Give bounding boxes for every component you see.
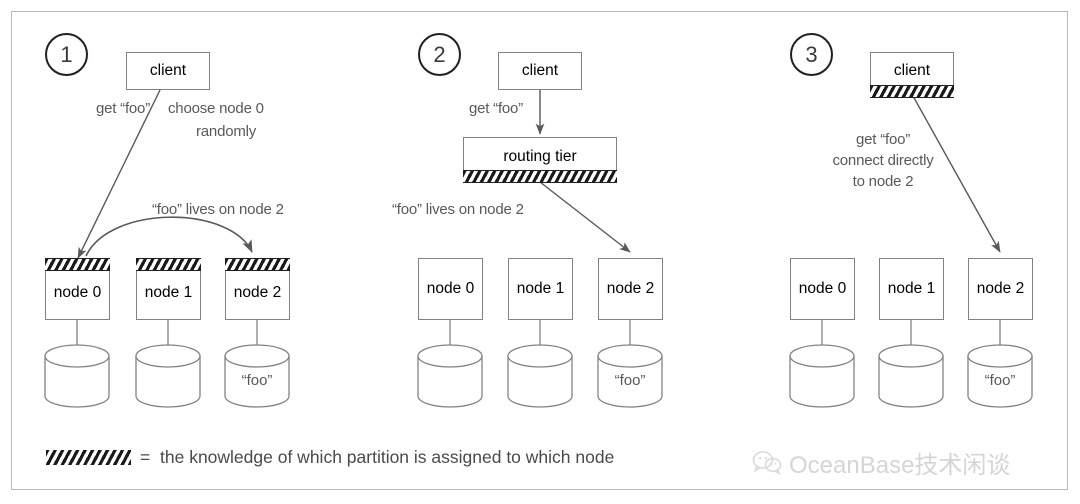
watermark: OceanBase技术闲谈	[752, 445, 1010, 480]
p3-db-0	[789, 344, 855, 408]
p1-node0-to-node2-arc	[85, 216, 253, 257]
legend-description: the knowledge of which partition is assi…	[160, 447, 615, 467]
p2-db-2	[597, 344, 663, 408]
p1-db-0	[44, 344, 110, 408]
node-label: node 1	[516, 280, 565, 297]
node-label: node 2	[606, 280, 655, 297]
client-label: client	[521, 62, 559, 79]
panel-3-node-1-box[interactable]: node 1	[879, 258, 944, 320]
panel-2-node-0-box[interactable]: node 0	[418, 258, 483, 320]
panel-3-node-2-box[interactable]: node 2	[968, 258, 1033, 320]
panel-3-node-0-box[interactable]: node 0	[790, 258, 855, 320]
panel-3-connect-directly-label: connect directly	[832, 152, 934, 169]
panel-1-client-box[interactable]: client	[126, 52, 210, 90]
db-label: “foo”	[614, 372, 646, 389]
node-label: node 0	[798, 280, 847, 297]
p3-db-2	[967, 344, 1033, 408]
p1-db-1	[135, 344, 201, 408]
panel-3-number: 3	[790, 33, 833, 76]
panel-2-node-1-box[interactable]: node 1	[508, 258, 573, 320]
node-label: node 1	[144, 284, 193, 301]
watermark-text: OceanBase技术闲谈	[789, 452, 1011, 479]
figure-border	[11, 11, 1068, 490]
wechat-icon	[752, 450, 782, 476]
p3-db-1	[878, 344, 944, 408]
db-label: “foo”	[241, 372, 273, 389]
db-label: “foo”	[984, 372, 1016, 389]
panel-2-get-foo-label: get “foo”	[468, 100, 523, 117]
panel-1-foo-lives-label: “foo” lives on node 2	[152, 201, 284, 218]
client-label: client	[893, 62, 931, 79]
panel-3-client-hatch	[870, 85, 954, 98]
p2-routing-to-node2-arrow	[539, 181, 631, 253]
p1-client-to-node0-arrow	[77, 89, 161, 259]
node-label: node 1	[887, 280, 936, 297]
panel-1-choose-node-line1: choose node 0	[168, 100, 264, 117]
panel-2-client-box[interactable]: client	[498, 52, 582, 90]
node-label: node 0	[426, 280, 475, 297]
legend-hatch-swatch	[46, 450, 131, 465]
node-label: node 2	[976, 280, 1025, 297]
node-label: node 0	[53, 284, 102, 301]
panel-1-node-2-hatch	[225, 258, 290, 271]
client-label: client	[149, 62, 187, 79]
panel-1-choose-node-line2: randomly	[196, 123, 257, 140]
legend-equals: =	[140, 447, 151, 467]
p2-db-0	[417, 344, 483, 408]
panel-1-node-1-hatch	[136, 258, 201, 271]
node-label: node 2	[233, 284, 282, 301]
panel-3-get-foo-label: get “foo”	[855, 131, 911, 148]
p2-db-1	[507, 344, 573, 408]
panel-2-node-2-box[interactable]: node 2	[598, 258, 663, 320]
panel-1-node-0-hatch	[45, 258, 110, 271]
panel-2-routing-tier-hatch	[463, 170, 617, 183]
panel-2-foo-lives-label: “foo” lives on node 2	[392, 201, 524, 218]
panel-2-number: 2	[418, 33, 461, 76]
p3-client-to-node2-arrow	[912, 95, 1001, 253]
panel-3-to-node-label: to node 2	[852, 173, 914, 190]
p1-db-2	[224, 344, 290, 408]
routing-tier-label: routing tier	[503, 147, 577, 165]
panel-1-get-foo-label: get “foo”	[95, 100, 150, 117]
panel-1-number: 1	[45, 33, 88, 76]
